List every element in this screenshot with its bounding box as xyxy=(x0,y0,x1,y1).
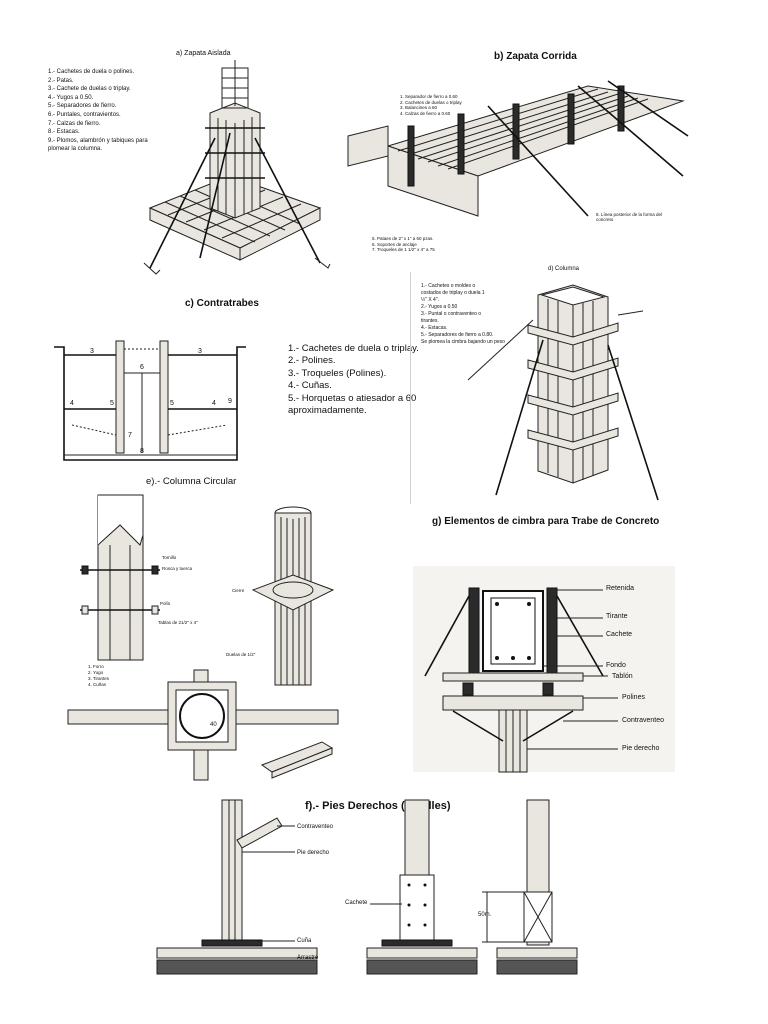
label-tornillo: Tornillo xyxy=(162,555,177,560)
legend-item: 4.- Estacas. xyxy=(421,325,448,331)
section-d-title: d) Columna xyxy=(548,266,580,272)
svg-text:6: 6 xyxy=(140,364,144,371)
section-a-title: a) Zapata Aislada xyxy=(176,50,231,57)
legend-item: ½" X 4". xyxy=(421,297,440,303)
zapata-corrida-notes-bottom: 5. Pataes de 2" x 1" a 60 pzas. 6. Sopor… xyxy=(372,236,435,253)
zapata-aislada-drawing xyxy=(143,60,331,275)
legend-item: 7.- Calzas de fierro. xyxy=(48,120,101,127)
note: 6. Soportes de anclaje xyxy=(372,241,417,247)
legend-item: 6.- Puntales, contravientos. xyxy=(48,111,121,118)
legend-item: 2.- Polines. xyxy=(288,355,336,367)
label-cuna-f: Cuña xyxy=(297,938,312,944)
legend-item: 2. Yugo xyxy=(88,670,104,675)
trabe-concreto-drawing xyxy=(424,587,618,773)
section-c-legend: 1.- Cachetes de duela o triplay. 2.- Pol… xyxy=(288,343,419,417)
columna-drawing xyxy=(467,284,659,501)
legend-item: Se plomea la cimbra bajando un peso xyxy=(421,339,505,345)
section-d-divider xyxy=(410,272,411,504)
zapata-corrida-drawing xyxy=(347,80,689,217)
label-polin: Polín xyxy=(160,601,171,606)
zapata-corrida-side-note: 8. Línea posterior de la forma del concr… xyxy=(596,212,663,222)
legend-item: 3.- Cachete de duelas o triplay. xyxy=(48,86,131,93)
svg-text:7: 7 xyxy=(128,432,132,439)
note: 1. Separador de fierro a 0.60 xyxy=(400,94,458,99)
legend-item: 5.- Separadores de fierro a 0.80. xyxy=(421,332,494,338)
legend-item: 3.- Puntal o contraventeo o xyxy=(421,311,482,317)
legend-item: 3. Tirantes xyxy=(88,676,110,681)
section-c-title: c) Contratrabes xyxy=(185,298,259,309)
legend-item: 4.- Yugos a 0.50. xyxy=(48,94,94,101)
svg-text:4: 4 xyxy=(70,400,74,407)
label-pie-derecho-f: Pie derecho xyxy=(297,850,330,856)
legend-item: 3.- Troqueles (Polines). xyxy=(288,367,387,379)
legend-item: 4. Cuñas xyxy=(88,682,107,687)
legend-item: 1.- Cachetes de duela o triplay. xyxy=(288,343,419,354)
columna-circular-3d xyxy=(251,506,335,686)
legend-item: 1. Forro xyxy=(88,664,104,669)
svg-text:4: 4 xyxy=(212,400,216,407)
label-tablon: Tablón xyxy=(612,673,633,680)
section-d-legend: 1.- Cachetes o moldes o costados de trip… xyxy=(421,283,505,346)
zapata-corrida-notes-top: 1. Separador de fierro a 0.60 2. Cachete… xyxy=(400,94,462,116)
label-pie-derecho: Pie derecho xyxy=(622,745,660,752)
svg-text:5: 5 xyxy=(110,400,114,407)
label-polines: Polines xyxy=(622,694,645,701)
legend-item: aproximadamente. xyxy=(288,405,367,417)
svg-text:8: 8 xyxy=(140,448,144,455)
label-cachete-f: Cachete xyxy=(345,900,368,906)
note: 3. Balancines a 60 xyxy=(400,105,438,110)
label-fondo: Fondo xyxy=(606,662,626,669)
label-contraventeo: Contraventeo xyxy=(622,717,665,724)
legend-item: plomear la columna. xyxy=(48,146,103,153)
label-tirante: Tirante xyxy=(606,613,628,620)
label-cierre: Cierre xyxy=(232,588,245,593)
contratrabes-drawing: 3 3 4 4 5 5 6 7 9 8 xyxy=(54,340,246,461)
note: 7. Troqueles de 1 1/2" x 4" a 75 xyxy=(372,247,435,252)
note: 5. Pataes de 2" x 1" a 60 pzas. xyxy=(372,236,434,241)
section-e-legend: 1. Forro 2. Yugo 3. Tirantes 4. Cuñas xyxy=(88,664,109,688)
wedge-detail xyxy=(260,741,334,779)
columna-circular-plan: 40 xyxy=(67,669,339,781)
section-g-title: g) Elementos de cimbra para Trabe de Con… xyxy=(432,516,660,527)
svg-text:40: 40 xyxy=(210,722,217,728)
svg-text:9: 9 xyxy=(228,398,232,405)
label-arrastre-f: Arrastre xyxy=(297,955,319,961)
pies-derechos-drawing xyxy=(156,799,578,975)
legend-item: 9.- Plomos, alambrón y tabiques para xyxy=(48,137,148,144)
label-dimension-f: 50m. xyxy=(478,912,492,918)
label-rosca: Rosca y tuerca xyxy=(162,566,193,571)
legend-item: tirantes. xyxy=(421,318,439,324)
svg-text:3: 3 xyxy=(90,348,94,355)
legend-item: 4.- Cuñas. xyxy=(288,380,332,392)
legend-item: 1.- Cachetes de duela o polines. xyxy=(48,69,135,75)
columna-circular-elevation xyxy=(80,494,160,661)
label-duelas: Duelas de 1/2" xyxy=(226,652,256,657)
section-e-title: e).- Columna Circular xyxy=(146,476,237,487)
legend-item: 8.- Estacas. xyxy=(48,129,80,136)
note: 4. Calzas de fierro a 0.60 xyxy=(400,110,451,116)
legend-item: 2.- Yugos a 0.50 xyxy=(421,304,458,310)
label-retenida: Retenida xyxy=(606,585,635,592)
legend-item: 5.- Horquetas o atiesador a 60 xyxy=(288,392,417,404)
section-b-title: b) Zapata Corrida xyxy=(494,51,577,62)
svg-text:3: 3 xyxy=(198,348,202,355)
note: 2. Cachetes de duelas o triplay xyxy=(400,99,462,105)
svg-text:5: 5 xyxy=(170,400,174,407)
label-cachete: Cachete xyxy=(606,631,633,638)
legend-item: 1.- Cachetes o moldes o xyxy=(421,283,476,289)
section-a-legend: 1.- Cachetes de duela o polines. 2.- Pat… xyxy=(48,68,148,154)
label-contraventeo-f: Contraventeo xyxy=(297,824,334,830)
label-tablas: Tablas de 21/2" x 4" xyxy=(158,620,198,625)
legend-item: costados de triplay o duela 1 xyxy=(421,290,485,296)
legend-item: 2.- Patas. xyxy=(48,77,74,84)
legend-item: 5.- Separadores de fierro. xyxy=(48,103,117,110)
